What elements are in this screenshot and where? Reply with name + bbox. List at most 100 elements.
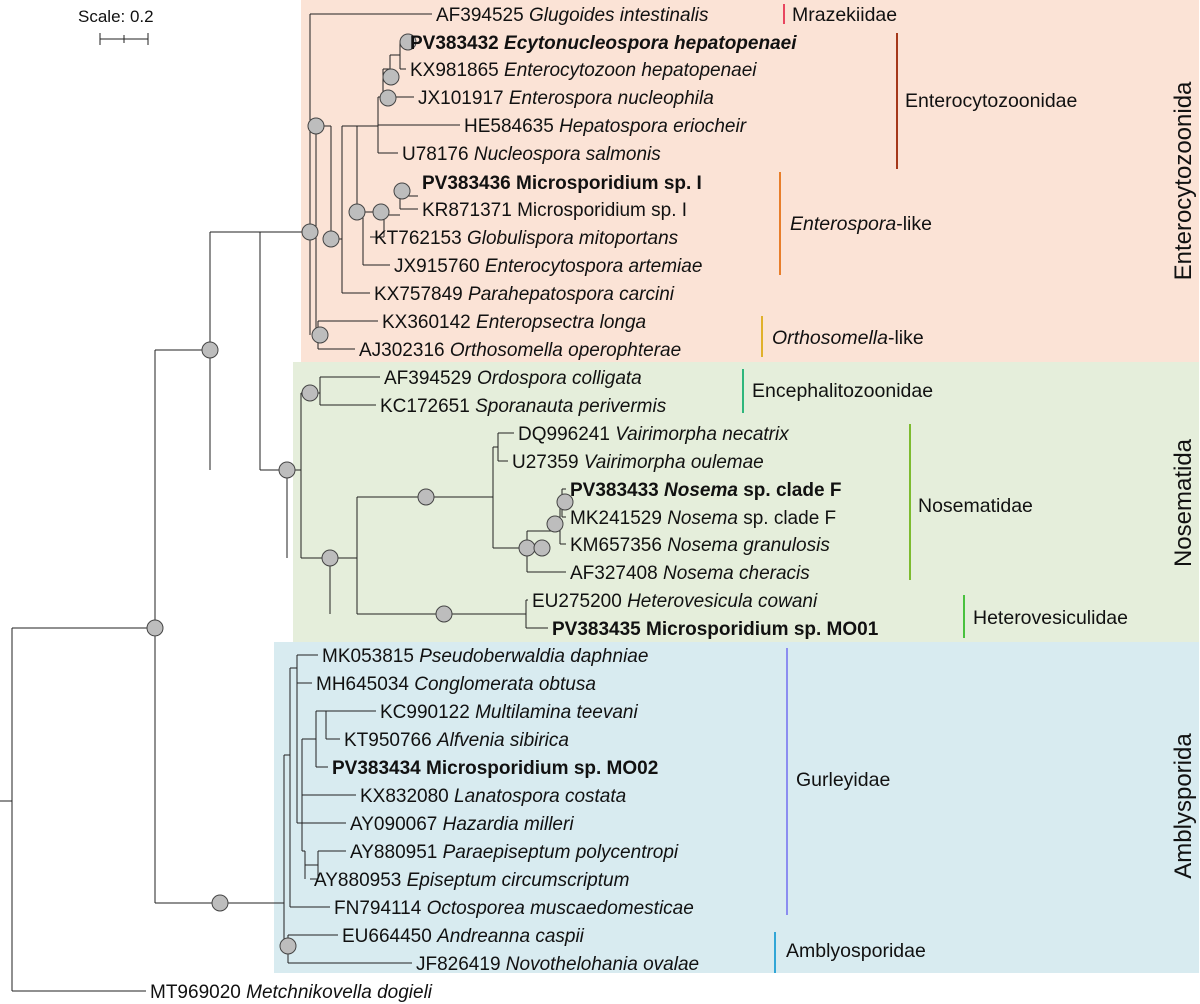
tree-branch bbox=[315, 710, 326, 767]
leaf-label: MK241529 Nosema sp. clade F bbox=[570, 508, 836, 529]
taxon-name: Orthosomella operophterae bbox=[450, 340, 681, 361]
taxon-name: Episeptum circumscriptum bbox=[407, 870, 630, 891]
tree-branch bbox=[296, 654, 318, 823]
leaf-label: U78176 Nucleospora salmonis bbox=[402, 144, 661, 165]
leaf-label: AY880951 Paraepiseptum polycentropi bbox=[350, 842, 679, 863]
support-node bbox=[146, 619, 164, 637]
accession: PV383436 bbox=[422, 173, 516, 194]
tree-branch bbox=[12, 627, 155, 992]
leaf-label: KR871371 Microsporidium sp. I bbox=[422, 200, 687, 221]
taxon-name: Microsporidium sp. MO02 bbox=[426, 758, 658, 779]
support-node bbox=[307, 117, 325, 135]
support-node bbox=[311, 326, 329, 344]
accession: KX981865 bbox=[410, 60, 504, 81]
scale-label: Scale: 0.2 bbox=[78, 7, 154, 26]
taxon-name: Enterocytospora artemiae bbox=[485, 256, 703, 277]
accession: KC172651 bbox=[380, 396, 475, 417]
family-label-amblyosporidae: Amblyosporidae bbox=[786, 940, 926, 962]
leaf-label: JF826419 Novothelohania ovalae bbox=[416, 954, 699, 975]
taxon-name: Conglomerata obtusa bbox=[414, 674, 596, 695]
taxon-name: Alfvenia sibirica bbox=[436, 730, 569, 751]
tree-branch bbox=[497, 432, 514, 462]
support-node bbox=[379, 89, 397, 107]
leaf-label: JX915760 Enterocytospora artemiae bbox=[394, 256, 702, 277]
leaf-label: FN794114 Octosporea muscaedomesticae bbox=[334, 898, 694, 919]
family-label-heterovesiculidae: Heterovesiculidae bbox=[973, 607, 1128, 629]
leaf-label: MH645034 Conglomerata obtusa bbox=[316, 674, 596, 695]
tree-branch bbox=[302, 794, 356, 824]
tree-branch bbox=[525, 599, 548, 629]
accession: KT762153 bbox=[374, 228, 467, 249]
accession: KX757849 bbox=[374, 284, 468, 305]
accession: AY880953 bbox=[314, 870, 407, 891]
support-node bbox=[321, 549, 339, 567]
support-node bbox=[301, 384, 319, 402]
taxon-name: Pseudoberwaldia daphniae bbox=[419, 646, 648, 667]
accession: AY090067 bbox=[350, 814, 443, 835]
accession: KR871371 bbox=[422, 200, 517, 221]
accession: KM657356 bbox=[570, 535, 667, 556]
leaf-label: DQ996241 Vairimorpha necatrix bbox=[518, 424, 790, 445]
support-node bbox=[435, 605, 453, 623]
accession: MK241529 bbox=[570, 508, 667, 529]
tree-branch bbox=[319, 376, 380, 406]
order-label-enterocytozoonida: Enterocytozoonida bbox=[1170, 81, 1197, 280]
taxon-name: Nosema granulosis bbox=[667, 535, 830, 556]
tree-branch bbox=[356, 496, 444, 615]
support-nodes bbox=[146, 33, 574, 955]
tree-branch bbox=[289, 667, 330, 908]
accession: KX360142 bbox=[382, 312, 476, 333]
tree-branch bbox=[304, 851, 318, 879]
taxon-name: Novothelohania ovalae bbox=[506, 954, 699, 975]
taxon-name: Ordospora colligata bbox=[477, 368, 642, 389]
leaf-label: KX981865 Enterocytozoon hepatopenaei bbox=[410, 60, 757, 81]
leaf-label: PV383433 Nosema sp. clade F bbox=[570, 480, 841, 501]
accession: EU664450 bbox=[342, 926, 437, 947]
family-label-mrazekiidae: Mrazekiidae bbox=[792, 4, 897, 26]
leaf-label: AY880953 Episeptum circumscriptum bbox=[314, 870, 629, 891]
support-node bbox=[518, 539, 536, 557]
leaf-label: EU275200 Heterovesicula cowani bbox=[532, 591, 818, 612]
accession: AJ302316 bbox=[359, 340, 450, 361]
accession: MH645034 bbox=[316, 674, 414, 695]
taxon-name: Heterovesicula cowani bbox=[627, 591, 818, 612]
taxon-name: Enterocytozoon hepatopenaei bbox=[504, 60, 757, 81]
clade-background-enterocytozoonida bbox=[301, 0, 1199, 362]
leaf-label: HE584635 Hepatospora eriocheir bbox=[464, 116, 747, 137]
order-label-amblysporida: Amblysporida bbox=[1170, 733, 1197, 879]
taxon-name: Paraepiseptum polycentropi bbox=[443, 842, 679, 863]
leaf-label: PV383436 Microsporidium sp. I bbox=[422, 173, 702, 194]
taxon-name: Vairimorpha necatrix bbox=[615, 424, 790, 445]
family-label-enterospora-like: Enterospora-like bbox=[790, 213, 932, 235]
taxon-name: Hazardia milleri bbox=[443, 814, 575, 835]
accession: JF826419 bbox=[416, 954, 506, 975]
tree-branch bbox=[0, 628, 13, 991]
taxon-name: Glugoides intestinalis bbox=[529, 5, 709, 26]
family-label-enterocytozoonidae: Enterocytozoonidae bbox=[905, 90, 1077, 112]
taxon-name: Multilamina teevani bbox=[475, 702, 638, 723]
support-node bbox=[201, 341, 219, 359]
taxon-name: Lanatospora costata bbox=[454, 786, 626, 807]
accession: AF394525 bbox=[436, 5, 529, 26]
accession: KT950766 bbox=[344, 730, 437, 751]
leaf-label: AJ302316 Orthosomella operophterae bbox=[359, 340, 681, 361]
support-node bbox=[533, 539, 551, 557]
taxon-name: sp. clade F bbox=[738, 480, 841, 501]
accession: EU275200 bbox=[532, 591, 627, 612]
taxon-name: Octosporea muscaedomesticae bbox=[427, 898, 694, 919]
leaf-label: KT762153 Globulispora mitoportans bbox=[374, 228, 679, 249]
family-label-nosematidae: Nosematidae bbox=[918, 495, 1033, 517]
leaf-label: KC172651 Sporanauta perivermis bbox=[380, 396, 667, 417]
leaf-label: AF394525 Glugoides intestinalis bbox=[436, 5, 709, 26]
leaf-label: EU664450 Andreanna caspii bbox=[342, 926, 585, 947]
clade-background-amblysporida bbox=[274, 642, 1199, 973]
support-node bbox=[278, 461, 296, 479]
taxon-name: Sporanauta perivermis bbox=[475, 396, 667, 417]
order-label-nosematida: Nosematida bbox=[1170, 438, 1197, 567]
leaf-label: KX757849 Parahepatospora carcini bbox=[374, 284, 675, 305]
accession: AY880951 bbox=[350, 842, 443, 863]
accession: DQ996241 bbox=[518, 424, 615, 445]
taxon-name: Nosema cheracis bbox=[663, 563, 810, 584]
leaf-label: U27359 Vairimorpha oulemae bbox=[512, 452, 764, 473]
tree-branch bbox=[325, 710, 376, 740]
